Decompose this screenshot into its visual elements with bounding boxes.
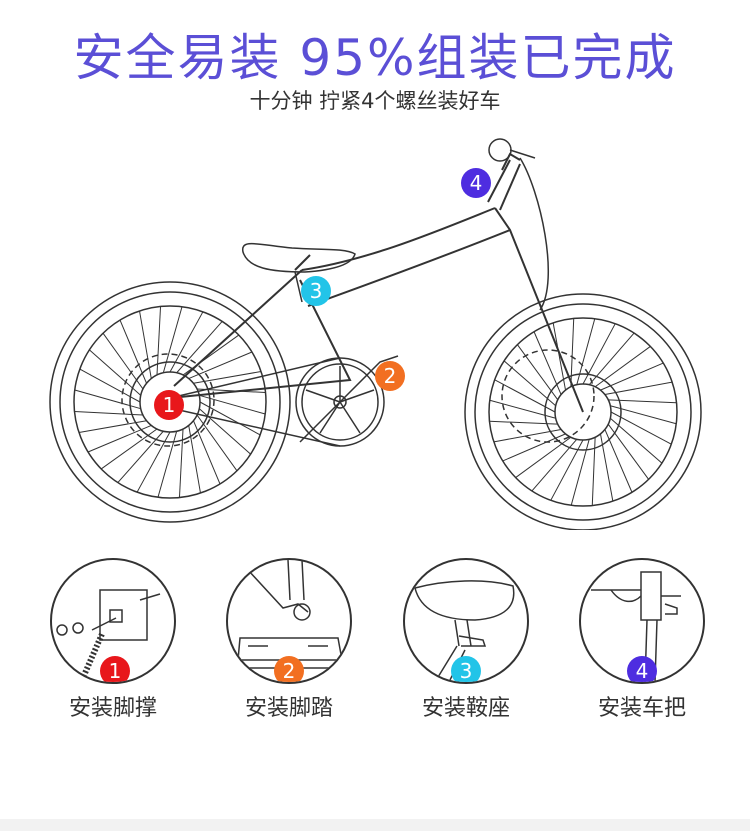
svg-text:4: 4 xyxy=(470,171,483,195)
step-4: 4 安装车把 xyxy=(579,558,705,722)
rear-wheel xyxy=(49,281,291,523)
front-disc xyxy=(501,349,595,443)
front-wheel xyxy=(464,293,702,530)
marker-1: 1 xyxy=(154,390,184,420)
bike-frame xyxy=(169,152,584,413)
step-1-detail-image: 1 xyxy=(50,558,176,684)
step-1: 1 安装脚撑 xyxy=(50,558,176,722)
svg-text:1: 1 xyxy=(163,393,176,417)
handlebar-detail-icon xyxy=(591,571,681,682)
step-2-label: 安装脚踏 xyxy=(244,696,333,721)
page-subtitle: 十分钟 拧紧4个螺丝装好车 xyxy=(249,89,501,113)
step-1-badge: 1 xyxy=(100,656,130,682)
step-3-label: 安装鞍座 xyxy=(421,696,510,721)
chainring xyxy=(169,355,399,447)
step-1-label: 安装脚撑 xyxy=(68,696,157,721)
bike-handlebar xyxy=(488,138,550,311)
bike-seat xyxy=(242,242,356,303)
page-title: 安全易装 95%组装已完成 xyxy=(73,29,677,87)
step-4-badge: 4 xyxy=(627,656,657,682)
step-4-label: 安装车把 xyxy=(597,696,686,721)
step-4-detail-image: 4 xyxy=(579,558,705,684)
kickstand-detail-icon xyxy=(56,589,161,682)
footer-divider xyxy=(0,819,750,831)
marker-3: 3 xyxy=(301,276,331,306)
svg-text:2: 2 xyxy=(384,364,397,388)
marker-2: 2 xyxy=(375,361,405,391)
step-2: 2 安装脚踏 xyxy=(226,558,352,722)
rear-disc xyxy=(121,353,215,447)
svg-text:3: 3 xyxy=(310,279,323,303)
step-3-detail-image: 3 xyxy=(403,558,529,684)
bike-illustration: 1 2 3 4 xyxy=(49,138,702,530)
step-3: 3 安装鞍座 xyxy=(403,558,529,722)
step-3-badge: 3 xyxy=(451,656,481,682)
step-2-badge: 2 xyxy=(274,656,304,682)
marker-4: 4 xyxy=(461,168,491,198)
step-2-detail-image: 2 xyxy=(226,558,352,684)
